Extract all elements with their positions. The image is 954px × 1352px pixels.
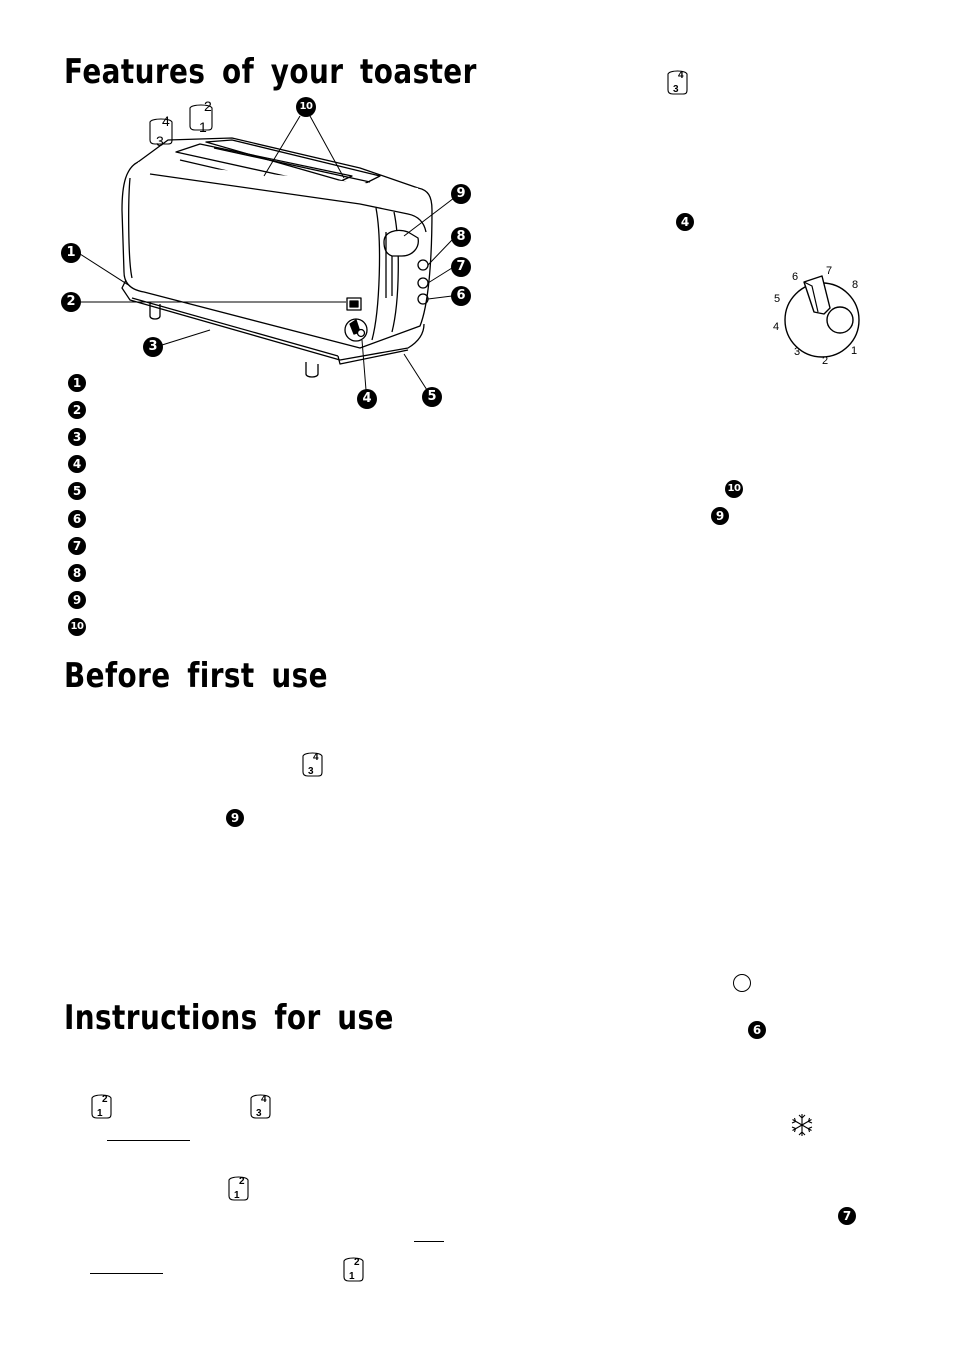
feature-list-marker-5: 5 (68, 482, 86, 500)
dial-number-5: 5 (774, 293, 780, 305)
slot-icon-1-2: 2 1 (91, 1094, 112, 1119)
callout-4: 4 (357, 389, 377, 409)
slot-icon-number-4: 4 (678, 70, 684, 81)
browning-dial-illustration: 1 2 3 4 5 6 7 8 (773, 265, 860, 367)
dial-reference-4: 4 (676, 213, 694, 231)
callout-1: 1 (61, 243, 81, 263)
slot-number-4: 4 (162, 113, 170, 129)
underline (90, 1273, 163, 1274)
dial-number-4: 4 (773, 321, 779, 333)
slot-icon-3-4: 4 3 (250, 1094, 271, 1119)
dial-number-1: 1 (851, 345, 857, 357)
slot-icon-1-2: 2 1 (343, 1257, 364, 1282)
defrost-button-reference-7: 7 (838, 1207, 856, 1225)
slot-icon-number-2: 2 (354, 1257, 360, 1268)
callout-6: 6 (451, 286, 471, 306)
underline (107, 1140, 190, 1141)
slot-icon-number-2: 2 (239, 1176, 245, 1187)
dial-number-8: 8 (852, 279, 858, 291)
defrost-snowflake-icon (791, 1114, 813, 1136)
slot-icon-3-4: 4 3 (302, 752, 323, 777)
feature-list-marker-9: 9 (68, 591, 86, 609)
slot-icon-number-1: 1 (97, 1108, 103, 1119)
slot-icon-number-3: 3 (256, 1108, 262, 1119)
underline (414, 1241, 444, 1242)
instructions-heading: Instructions for use (64, 998, 394, 1038)
features-heading: Features of your toaster (64, 52, 477, 92)
feature-list-marker-2: 2 (68, 401, 86, 419)
callout-10: 10 (296, 97, 316, 117)
callout-8: 8 (451, 227, 471, 247)
dial-number-2: 2 (822, 355, 828, 367)
slot-icon-number-3: 3 (673, 84, 679, 95)
slot-icon-3-4: 4 3 (667, 70, 688, 95)
feature-list-marker-6: 6 (68, 510, 86, 528)
lever-reference-9: 9 (226, 809, 244, 827)
callout-3: 3 (143, 337, 163, 357)
callout-9: 9 (451, 184, 471, 204)
feature-list-marker-8: 8 (68, 564, 86, 582)
slot-icon-number-4: 4 (261, 1094, 267, 1105)
dial-number-7: 7 (826, 265, 832, 277)
before-first-use-heading: Before first use (64, 656, 328, 696)
slot-icon-number-1: 1 (349, 1271, 355, 1282)
slot-icon-1-2: 2 1 (228, 1176, 249, 1201)
slot-icon-number-4: 4 (313, 752, 319, 763)
callout-2: 2 (61, 292, 81, 312)
stop-button-icon (733, 974, 751, 992)
toaster-illustration: 4 3 2 1 (79, 98, 455, 391)
feature-list-marker-4: 4 (68, 455, 86, 473)
stop-button-reference-6: 6 (748, 1021, 766, 1039)
slot-icon-number-1: 1 (234, 1190, 240, 1201)
lever-reference-9: 9 (711, 507, 729, 525)
slot-reference-10: 10 (725, 480, 743, 498)
dial-number-6: 6 (792, 271, 798, 283)
slot-icon-number-3: 3 (308, 766, 314, 777)
dial-number-3: 3 (794, 346, 800, 358)
feature-list-marker-3: 3 (68, 428, 86, 446)
feature-list-marker-10: 10 (68, 618, 86, 636)
slot-icon-number-2: 2 (102, 1094, 108, 1105)
slot-number-2: 2 (204, 98, 212, 114)
callout-7: 7 (451, 257, 471, 277)
callout-5: 5 (422, 387, 442, 407)
slot-number-1: 1 (199, 119, 207, 135)
slot-number-3: 3 (156, 133, 164, 149)
feature-list-marker-7: 7 (68, 537, 86, 555)
feature-list-marker-1: 1 (68, 374, 86, 392)
